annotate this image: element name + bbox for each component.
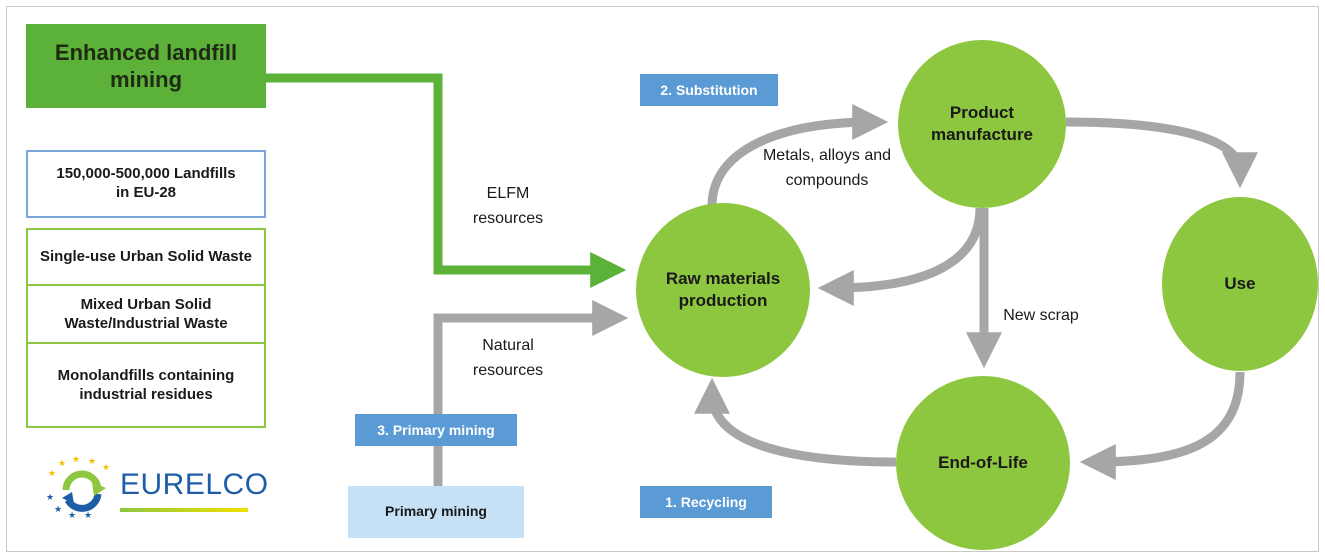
elfm-flow-arrow [266, 73, 627, 288]
use-label: Use [1224, 273, 1256, 293]
landfills-count-box: 150,000-500,000 Landfills in EU-28 [26, 150, 266, 218]
end-of-life-label: End-of-Life [938, 452, 1028, 472]
svg-text:★: ★ [84, 510, 92, 520]
eurelco-logo-text: EURELCO [120, 468, 269, 501]
svg-text:★: ★ [72, 454, 80, 464]
product-manufacture-label: Product manufacture [930, 102, 1034, 144]
primary-mining-box: Primary mining [348, 486, 524, 538]
svg-text:★: ★ [88, 456, 96, 466]
primary-mining-box-text: Primary mining [385, 503, 487, 520]
svg-text:★: ★ [68, 510, 76, 520]
use-to-eol-arrow [1079, 371, 1245, 480]
raw-materials-label: Raw materials production [665, 268, 781, 310]
new-scrap-label: New scrap [1003, 307, 1079, 324]
category-item: Monolandfills containing industrial resi… [57, 366, 235, 404]
product-manufacture-node: Product manufacture [898, 40, 1066, 208]
elfm-box-text: Enhanced landfill mining [54, 39, 238, 93]
raw-materials-node: Raw materials production [636, 203, 810, 377]
svg-text:★: ★ [102, 462, 110, 472]
elfm-box: Enhanced landfill mining [26, 24, 266, 108]
svg-text:★: ★ [46, 492, 54, 502]
metals-label: Metals, alloys and compounds [762, 147, 892, 189]
natural-resources-label: Natural resources [472, 337, 544, 379]
recycling-tag: 1. Recycling [640, 486, 772, 518]
svg-text:★: ★ [54, 504, 62, 514]
recycle-stars-icon: ★ ★ ★ ★ ★ ★ ★ ★ ★ [46, 454, 110, 520]
logo-underline [120, 508, 248, 512]
substitution-tag: 2. Substitution [640, 74, 778, 106]
svg-text:★: ★ [48, 468, 56, 478]
use-node: Use [1162, 197, 1318, 371]
landfill-categories: Single-use Urban Solid Waste Mixed Urban… [26, 228, 266, 428]
category-item: Single-use Urban Solid Waste [28, 230, 264, 286]
landfills-count-text: 150,000-500,000 Landfills in EU-28 [56, 165, 236, 201]
elfm-resources-label: ELFM resources [472, 185, 544, 227]
category-item: Mixed Urban Solid Waste/Industrial Waste [28, 286, 264, 344]
svg-text:★: ★ [58, 458, 66, 468]
end-of-life-node: End-of-Life [896, 376, 1070, 550]
diagram-frame [6, 6, 1319, 552]
primary-mining-tag: 3. Primary mining [355, 414, 517, 446]
recycling-arrow [694, 377, 897, 467]
product-to-use-arrow [1065, 117, 1258, 189]
metals-flow-arrow [707, 104, 889, 207]
product-return-arrow [817, 207, 985, 306]
